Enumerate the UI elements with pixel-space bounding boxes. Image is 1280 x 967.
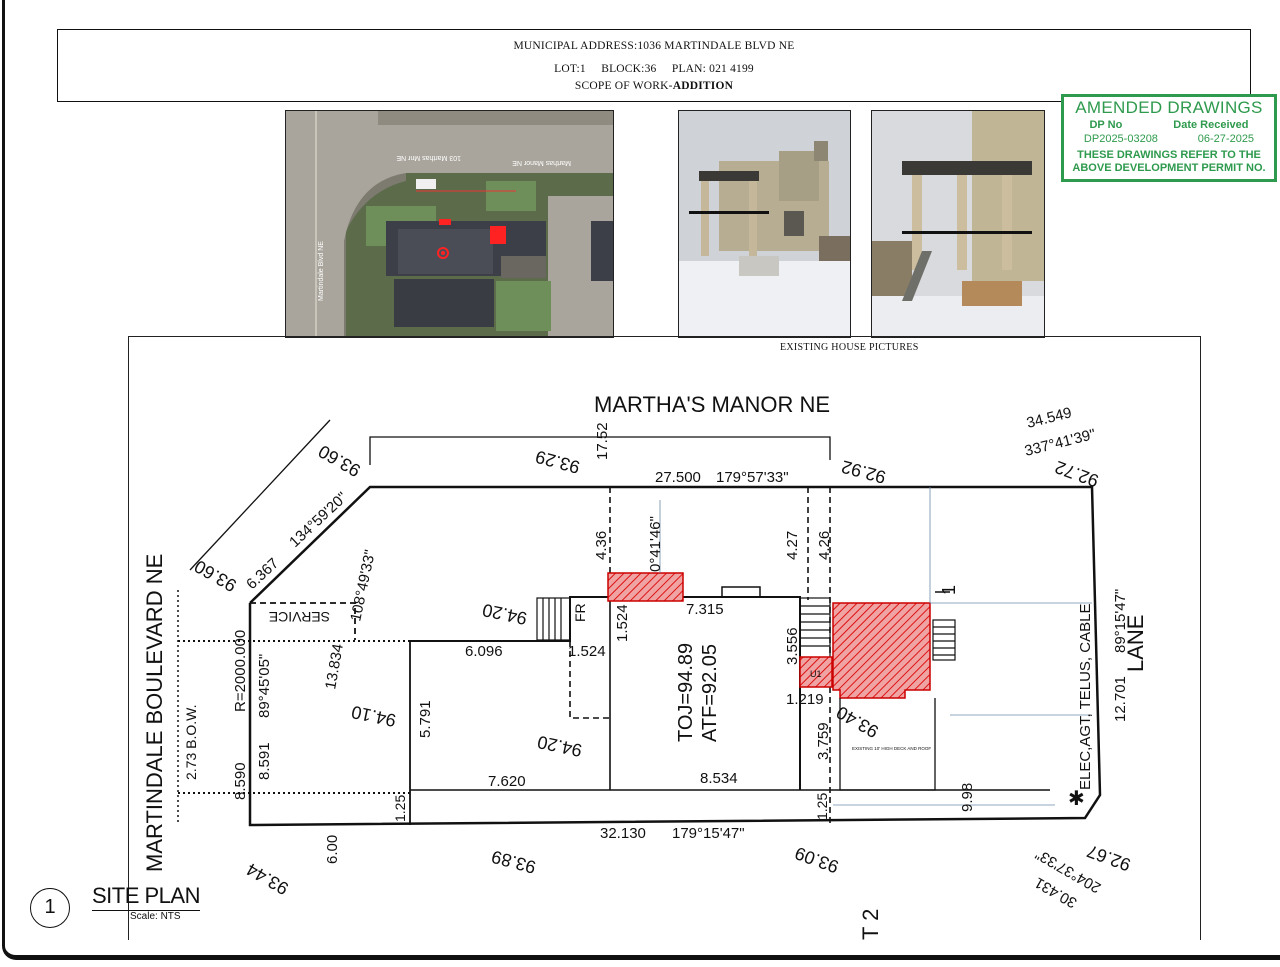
street-bottom-label: T 2: [858, 909, 883, 940]
elev-9292: 92.92: [839, 456, 888, 487]
dim-6096: 6.096: [465, 643, 503, 660]
site-plan-title: SITE PLAN: [92, 883, 200, 911]
elev-9309: 93.09: [792, 843, 841, 877]
title-block: MUNICIPAL ADDRESS:1036 MARTINDALE BLVD N…: [57, 29, 1251, 102]
street-left-label: MARTINDALE BOULEVARD NE: [142, 554, 167, 872]
site-plan-number: 1: [30, 888, 70, 928]
toj-elevation: TOJ=94.89: [675, 643, 697, 742]
elev-9329: 93.29: [533, 446, 582, 477]
aerial-map: 103 Marthas Mnr NE Marthas Manor NE Mart…: [286, 111, 613, 337]
scope-of-work: SCOPE OF WORK-ADDITION: [58, 80, 1250, 92]
aerial-street-left: Martindale Blvd NE: [318, 241, 325, 301]
dim-125-b: 1.25: [814, 793, 830, 820]
house-photo-1-image: [679, 111, 850, 337]
scope-value: ADDITION: [672, 80, 734, 92]
elev-9389: 93.89: [489, 846, 538, 877]
lot-block-plan: LOT:1 BLOCK:36 PLAN: 021 4199: [554, 63, 754, 75]
addition-area-rear: [832, 602, 931, 699]
amended-drawings-stamp: AMENDED DRAWINGS DP No Date Received DP2…: [1061, 94, 1277, 182]
date-label: Date Received: [1173, 119, 1249, 131]
service-label: SERVICE: [269, 609, 330, 625]
elev-9410: 94.10: [350, 702, 398, 731]
dim-8534: 8.534: [700, 770, 738, 787]
elev-9420-bottom: 94.20: [536, 732, 584, 761]
dp-number: DP2025-03208: [1083, 133, 1158, 145]
house-photo-2-image: [872, 111, 1044, 337]
dim-7620: 7.620: [488, 773, 526, 790]
fr-label: FR: [572, 603, 588, 622]
stamp-labels: DP No Date Received: [1064, 118, 1274, 132]
street-right-label: LANE: [1123, 615, 1148, 672]
dim-998: 9.98: [959, 783, 976, 812]
photos-caption: EXISTING HOUSE PICTURES: [780, 342, 919, 353]
dim-125-a: 1.25: [392, 795, 408, 822]
house-photo-2: [871, 110, 1045, 338]
svg-text:✱: ✱: [1068, 788, 1085, 810]
addition-area-small: [799, 656, 833, 688]
dim-left-radius: R=2000.000: [232, 630, 249, 712]
dim-left-8591: 8.591: [256, 742, 273, 780]
dim-600: 6.00: [324, 835, 341, 864]
dim-right-length: 12.701: [1112, 676, 1129, 722]
house-photo-1: [678, 110, 851, 338]
aerial-address-label: 103 Marthas Mnr NE: [396, 154, 461, 161]
municipal-address: MUNICIPAL ADDRESS:1036 MARTINDALE BLVD N…: [513, 40, 795, 52]
stamp-note: THESE DRAWINGS REFER TO THE ABOVE DEVELO…: [1064, 149, 1274, 175]
u1-label: U1: [810, 669, 822, 679]
dim-top-length: 27.500: [655, 469, 701, 486]
dim-1524-b: 1.524: [614, 604, 631, 642]
site-plan-scale: Scale: NTS: [130, 911, 181, 922]
dim-1219: 1.219: [786, 691, 824, 708]
property-line: [248, 485, 1102, 827]
stamp-values: DP2025-03208 06-27-2025: [1064, 132, 1274, 146]
dim-5791: 5.791: [417, 700, 434, 738]
dim-bottom-length: 32.130: [600, 825, 646, 842]
dim-436: 4.36: [593, 531, 610, 560]
dim-3759: 3.759: [815, 722, 832, 760]
elev-9360-left: 93.60: [191, 556, 240, 596]
dim-left-8590: 8.590: [232, 762, 249, 800]
dim-angle-108: 108°49'33": [347, 548, 379, 623]
dim-top-bearing: 179°57'33": [716, 469, 789, 486]
plan-frame: [128, 336, 1201, 940]
dim-13834: 13.834: [322, 643, 347, 691]
dim-corner-bearing: 134°59'20": [286, 489, 351, 551]
elev-9344: 93.44: [243, 859, 292, 899]
dim-top-right-length: 34.549: [1025, 404, 1074, 432]
dim-top-right-bearing: 337°41'39": [1023, 426, 1098, 460]
date-received: 06-27-2025: [1197, 133, 1255, 145]
dim-1524-a: 1.524: [568, 643, 606, 660]
street-offset-top: [369, 436, 831, 465]
corner-offset-line: [189, 419, 331, 571]
stamp-title: AMENDED DRAWINGS: [1075, 98, 1263, 117]
elev-9267: 92.67: [1084, 841, 1133, 875]
dim-right-bearing: 89°15'47": [1112, 589, 1129, 653]
marker-1: 1: [939, 585, 959, 595]
atf-elevation: ATF=92.05: [699, 644, 721, 742]
deck-note: EXISTING 10' HIGH DECK AND ROOF: [852, 746, 931, 751]
aerial-photo: 103 Marthas Mnr NE Marthas Manor NE Mart…: [285, 110, 614, 338]
dim-bottom-bearing: 179°15'47": [672, 825, 745, 842]
bow-label: 2.73 B.O.W.: [183, 705, 199, 780]
dim-3556: 3.556: [784, 627, 801, 665]
scope-label: SCOPE OF WORK-: [574, 80, 673, 92]
addition-area-front: [607, 572, 684, 602]
stamp-note-line2: ABOVE DEVELOPMENT PERMIT NO.: [1072, 162, 1266, 174]
dim-left-bearing: 89°45'05": [256, 654, 273, 718]
dim-7315: 7.315: [686, 601, 724, 618]
stamp-note-line1: THESE DRAWINGS REFER TO THE: [1077, 149, 1261, 161]
dim-corner-length: 6.367: [243, 555, 282, 593]
aerial-street-top: Marthas Manor NE: [512, 159, 571, 166]
street-top-label: MARTHA'S MANOR NE: [594, 392, 830, 417]
elev-9360-top: 93.60: [315, 441, 364, 481]
dp-label: DP No: [1089, 119, 1123, 131]
dim-427: 4.27: [784, 531, 801, 560]
dim-426: 4.26: [816, 531, 833, 560]
elev-9420-top: 94.20: [481, 600, 529, 629]
utilities-label: ELEC,AGT, TELUS, CABLE: [1077, 604, 1094, 790]
dim-1752: 17.52: [594, 422, 611, 460]
dim-angle-041: 0°41'46": [647, 516, 664, 572]
